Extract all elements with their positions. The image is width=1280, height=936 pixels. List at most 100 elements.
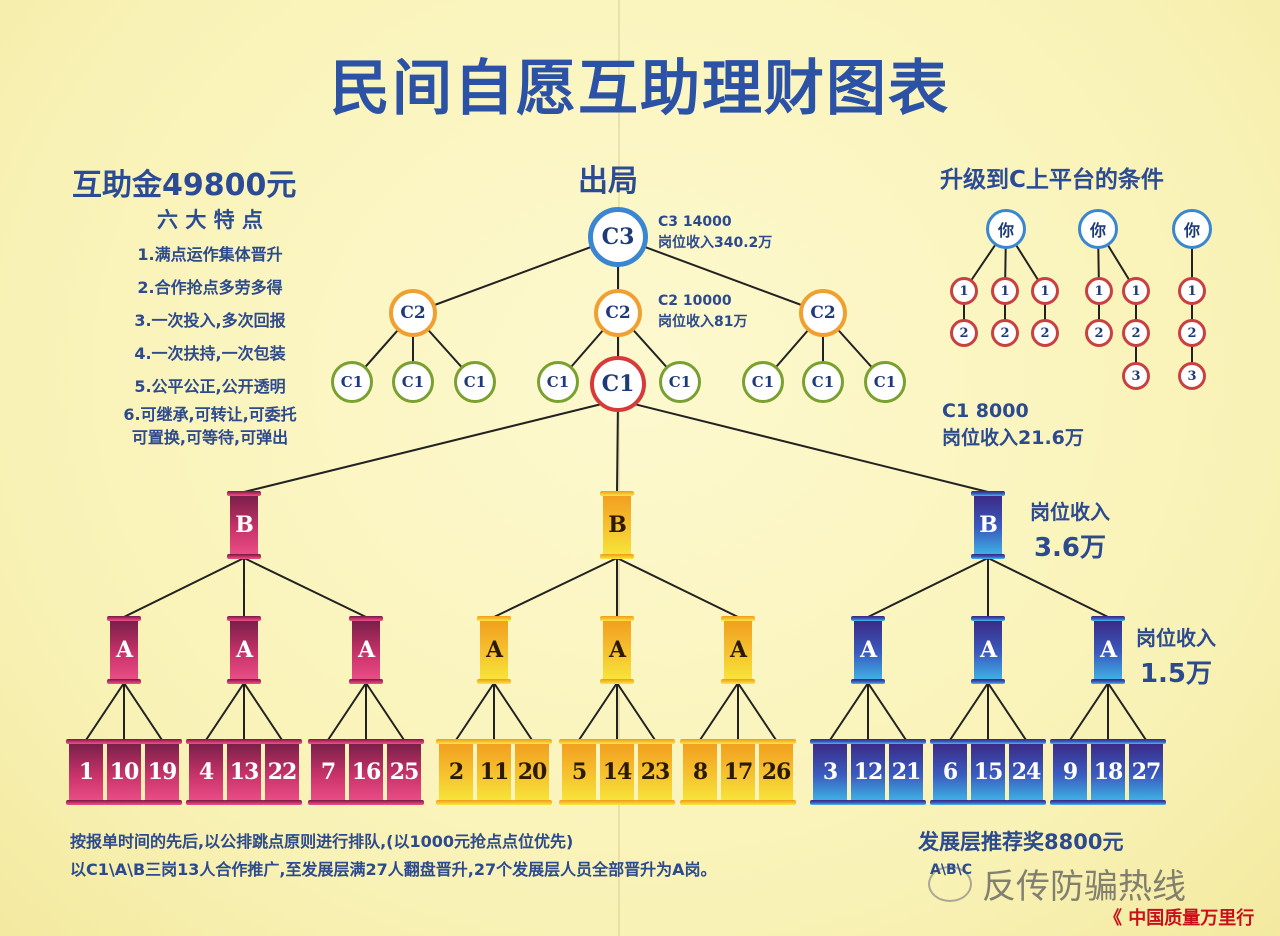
connector-line xyxy=(987,557,1109,618)
feature-item: 4.一次扶持,一次包装 xyxy=(134,344,286,363)
node-number-11: 11 xyxy=(474,739,514,805)
connector-line xyxy=(455,682,495,741)
connector-line xyxy=(123,557,245,618)
node-c1: C1 xyxy=(802,361,844,403)
a-income: 岗位收入 1.5万 xyxy=(1136,620,1216,692)
watermark-wechat: 反传防骗热线 xyxy=(982,867,1186,907)
node-number-15: 15 xyxy=(968,739,1008,805)
node-c1: C1 xyxy=(392,361,434,403)
node-number-18: 18 xyxy=(1088,739,1128,805)
condition-node: 2 xyxy=(1085,319,1113,347)
feature-item: 2.合作抢点多劳多得 xyxy=(137,278,283,297)
node-number-3: 3 xyxy=(810,739,850,805)
connector-line xyxy=(829,682,869,741)
a-income-label: 岗位收入 xyxy=(1136,626,1216,650)
node-number-6: 6 xyxy=(930,739,970,805)
connector-line xyxy=(123,682,163,741)
referral-bonus: 发展层推荐奖8800元 xyxy=(918,830,1124,854)
node-c1: C1 xyxy=(742,361,784,403)
node-c1: C1 xyxy=(454,361,496,403)
c2-info: C2 10000 岗位收入81万 xyxy=(658,291,747,333)
node-number-25: 25 xyxy=(384,739,424,805)
footer-line-1: 按报单时间的先后,以公排跳点原则进行排队,(以1000元抢点点位优先) xyxy=(70,832,574,851)
node-number-4: 4 xyxy=(186,739,226,805)
condition-node: 3 xyxy=(1178,362,1206,390)
connector-line xyxy=(867,557,989,618)
node-c1: C1 xyxy=(864,361,906,403)
c3-income: 岗位收入340.2万 xyxy=(658,235,773,251)
node-a: A xyxy=(477,616,511,684)
connector-line xyxy=(616,557,739,618)
node-number-24: 24 xyxy=(1006,739,1046,805)
node-c3: C3 xyxy=(588,207,648,267)
connector-line xyxy=(617,399,989,493)
node-a: A xyxy=(600,616,634,684)
brand-text: 中国质量万里行 xyxy=(1128,908,1255,929)
node-number-12: 12 xyxy=(848,739,888,805)
node-number-8: 8 xyxy=(680,739,720,805)
condition-node: 2 xyxy=(1122,319,1150,347)
node-number-23: 23 xyxy=(635,739,675,805)
feature-item: 6.可继承,可转让,可委托 xyxy=(123,405,297,424)
node-number-13: 13 xyxy=(224,739,264,805)
connector-line xyxy=(867,682,907,741)
condition-node: 1 xyxy=(950,277,978,305)
node-number-5: 5 xyxy=(559,739,599,805)
connector-line xyxy=(987,682,1027,741)
node-number-27: 27 xyxy=(1126,739,1166,805)
node-a: A xyxy=(107,616,141,684)
connector-line xyxy=(493,682,533,741)
node-c1: C1 xyxy=(537,361,579,403)
b-income-label: 岗位收入 xyxy=(1030,500,1110,524)
connector-line xyxy=(365,682,405,741)
node-b: B xyxy=(600,491,634,559)
connector-line xyxy=(85,682,125,741)
node-c2: C2 xyxy=(594,289,642,337)
node-b: B xyxy=(227,491,261,559)
page-title: 民间自愿互助理财图表 xyxy=(330,54,950,124)
node-number-1: 1 xyxy=(66,739,106,805)
node-a: A xyxy=(349,616,383,684)
node-c2: C2 xyxy=(799,289,847,337)
feature-item: 1.满点运作集体晋升 xyxy=(137,245,283,264)
node-number-10: 10 xyxy=(104,739,144,805)
connector-line xyxy=(578,682,618,741)
exit-label: 出局 xyxy=(578,164,638,199)
you-node: 你 xyxy=(1078,209,1118,249)
condition-node: 1 xyxy=(991,277,1019,305)
connector-line xyxy=(412,236,619,314)
connector-line xyxy=(949,682,989,741)
node-a: A xyxy=(1091,616,1125,684)
b-income: 岗位收入 3.6万 xyxy=(1030,494,1110,566)
node-a: A xyxy=(851,616,885,684)
connector-line xyxy=(1107,682,1147,741)
connector-line xyxy=(243,682,283,741)
connector-line xyxy=(243,557,367,618)
a-income-value: 1.5万 xyxy=(1139,659,1213,689)
node-number-16: 16 xyxy=(346,739,386,805)
node-a: A xyxy=(721,616,755,684)
condition-node: 1 xyxy=(1178,277,1206,305)
connector-line xyxy=(493,557,618,618)
node-c2: C2 xyxy=(389,289,437,337)
node-number-26: 26 xyxy=(756,739,796,805)
wechat-icon xyxy=(928,866,972,902)
connector-line xyxy=(1069,682,1109,741)
mutual-aid-amount: 互助金49800元 xyxy=(72,168,297,203)
you-node: 你 xyxy=(986,209,1026,249)
footer-tail: A\B\C xyxy=(930,862,973,878)
condition-node: 1 xyxy=(1031,277,1059,305)
node-number-9: 9 xyxy=(1050,739,1090,805)
condition-node: 1 xyxy=(1085,277,1113,305)
connector-line xyxy=(616,399,619,493)
paper-fold xyxy=(618,0,620,936)
node-c1: C1 xyxy=(331,361,373,403)
node-b: B xyxy=(971,491,1005,559)
condition-node: 2 xyxy=(1031,319,1059,347)
node-a: A xyxy=(971,616,1005,684)
condition-node: 2 xyxy=(950,319,978,347)
footer-line-2: 以C1\A\B三岗13人合作推广,至发展层满27人翻盘晋升,27个发展层人员全部… xyxy=(70,860,717,879)
you-node: 你 xyxy=(1172,209,1212,249)
c2-income: 岗位收入81万 xyxy=(658,314,748,330)
connector-line xyxy=(737,682,777,741)
